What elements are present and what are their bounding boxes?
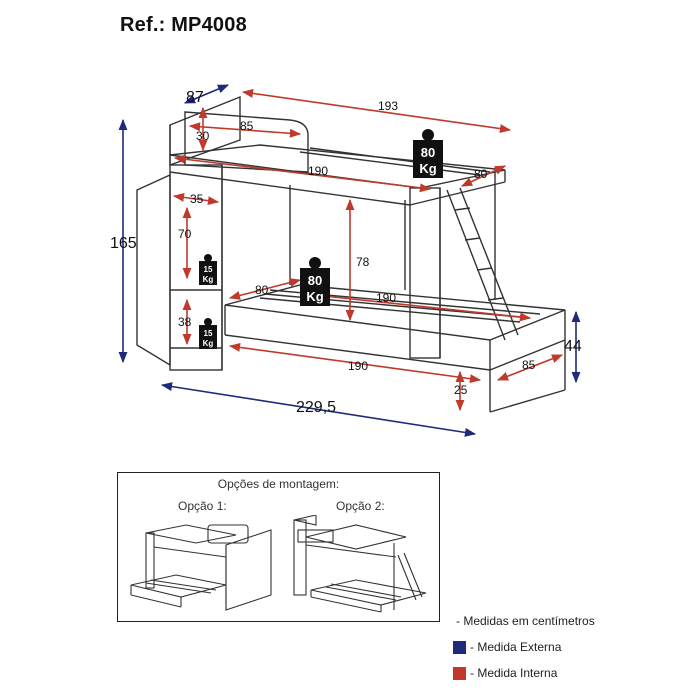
legend-note-text: - Medidas em centímetros	[456, 614, 595, 628]
option-2-illustration	[293, 515, 427, 613]
floor-clearance-label: 25	[454, 383, 468, 397]
headboard-width-label: 85	[240, 119, 254, 133]
weight-bottom-value: 80	[308, 273, 322, 288]
bottom-bed-length-label: 190	[376, 291, 396, 305]
weight-badge-bottom: 80 Kg	[300, 257, 330, 306]
bunk-bed-diagram: 87 193 30 85 190 80 35 70 38 78 80 190 1…	[110, 84, 582, 437]
shelf-width-dim-line	[172, 192, 220, 206]
assembly-options-title: Opções de montagem:	[217, 477, 340, 491]
length-top-label: 193	[378, 99, 398, 113]
weight-badge-shelf-lower: 15 Kg	[199, 318, 217, 349]
lower-bed-depth-label: 85	[522, 358, 536, 372]
lower-bed-length-dim-line	[228, 342, 482, 384]
bottom-bed-width-label: 80	[255, 283, 269, 297]
total-length-dim-line	[160, 382, 477, 437]
bottom-bed-length-dim-line	[303, 290, 532, 322]
weight-shelf-lower-unit: Kg	[203, 339, 214, 348]
reference-code: Ref.: MP4008	[120, 14, 247, 36]
shelf-lower-height-label: 38	[178, 315, 192, 329]
option-2-label: Opção 2:	[336, 499, 385, 513]
legend-internal-text: - Medida Interna	[470, 666, 558, 680]
external-swatch	[453, 641, 466, 654]
shelf-width-label: 35	[190, 192, 204, 206]
headboard-width-dim-line	[188, 122, 302, 138]
top-bed-width-dim-line	[460, 165, 507, 187]
depth-label: 87	[186, 89, 204, 106]
depth-dim-line	[183, 84, 230, 104]
weight-top-value: 80	[421, 145, 435, 160]
option-1-illustration	[130, 524, 272, 611]
lower-bed-length-label: 190	[348, 359, 368, 373]
weight-bottom-unit: Kg	[306, 289, 323, 304]
internal-swatch	[453, 667, 466, 680]
option-1-label: Opção 1:	[178, 499, 227, 513]
assembly-options-panel: Opções de montagem: Opção 1: Opção 2:	[117, 472, 440, 622]
clearance-label: 78	[356, 255, 370, 269]
weight-shelf-upper-value: 15	[204, 265, 213, 274]
legend-external-text: - Medida Externa	[470, 640, 562, 654]
top-bed-width-label: 80	[474, 167, 488, 181]
headboard-height-label: 30	[196, 129, 210, 143]
weight-shelf-lower-value: 15	[204, 329, 213, 338]
shelf-upper-height-label: 70	[178, 227, 192, 241]
weight-shelf-upper-unit: Kg	[203, 275, 214, 284]
lower-bed-depth-dim-line	[496, 354, 564, 381]
top-bed-length-label: 190	[308, 164, 328, 178]
length-top-dim-line	[241, 88, 512, 134]
weight-badge-shelf-upper: 15 Kg	[199, 254, 217, 285]
total-length-label: 229,5	[296, 399, 336, 416]
lower-bed-height-label: 44	[564, 338, 582, 355]
bottom-bed-width-dim-line	[228, 278, 302, 300]
internal-dimensions	[172, 88, 564, 412]
weight-top-unit: Kg	[419, 161, 436, 176]
external-dimensions	[118, 84, 581, 437]
top-bed-length-dim-line	[173, 154, 432, 193]
total-height-label: 165	[110, 235, 137, 252]
weight-badge-top: 80 Kg	[413, 129, 443, 178]
